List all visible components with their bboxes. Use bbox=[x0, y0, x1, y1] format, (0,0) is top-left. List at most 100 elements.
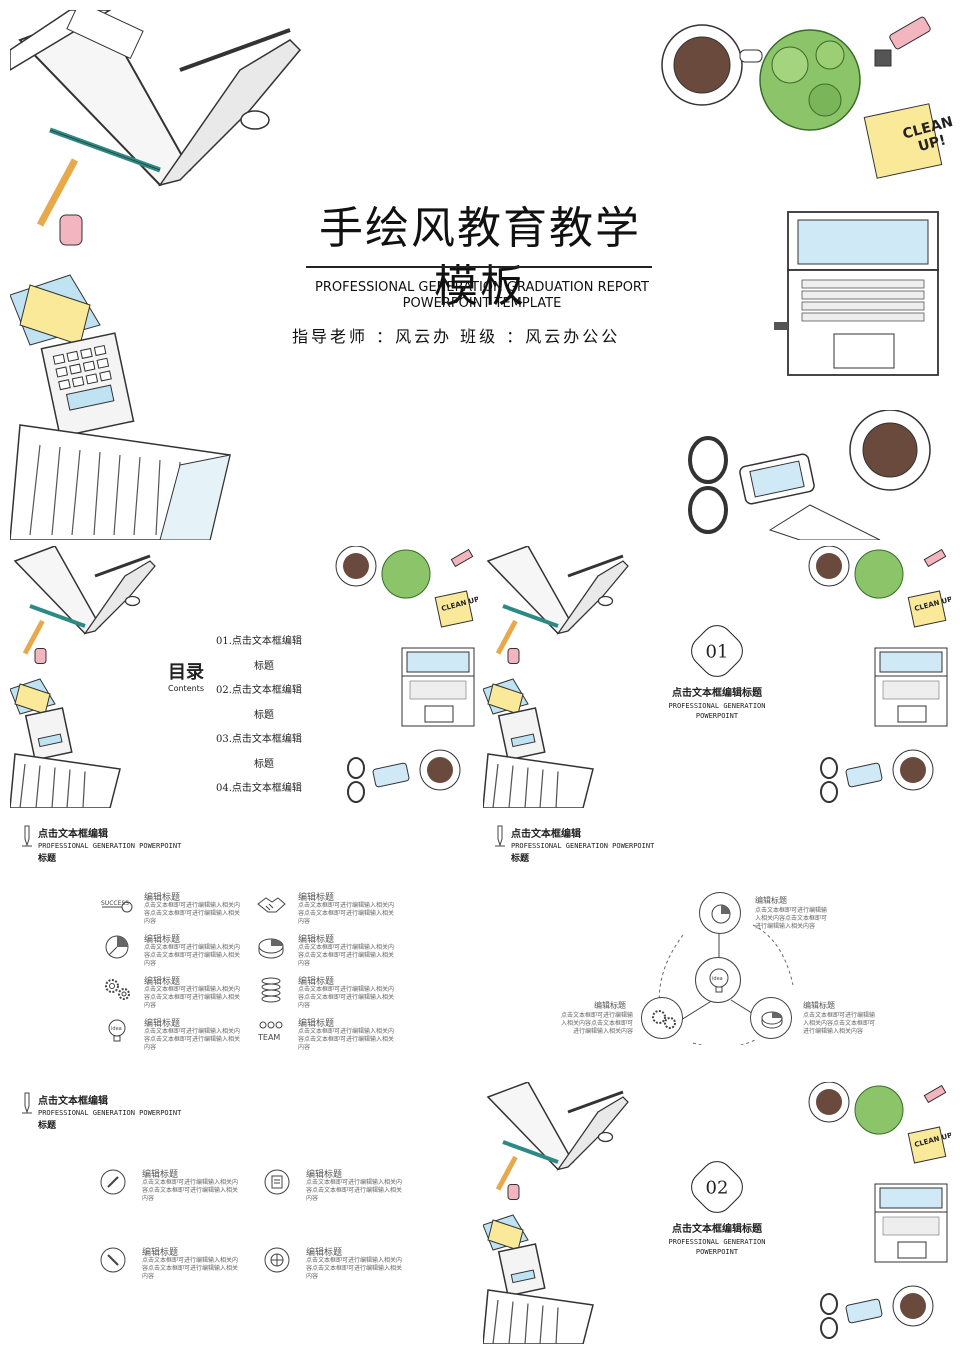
lightbulb-idea-icon: idea bbox=[709, 968, 729, 993]
section-en-line-1: PROFESSIONAL GENERATION bbox=[668, 702, 766, 710]
title-slide: CLEAN UP! 手绘风教育教学模板 PROFESSIONAL GENERAT… bbox=[10, 10, 954, 540]
calculator-notebook-illustration bbox=[10, 274, 231, 540]
section-number-badge: 01 bbox=[684, 618, 750, 684]
content-title-2: 标题 bbox=[511, 854, 530, 864]
section-slide-02: CLEAN UP! 02 点击文本框编辑标题 PROFESSIONAL GENE… bbox=[483, 1082, 951, 1344]
subtitle-line-2: POWERPOINT TEMPLATE bbox=[402, 296, 562, 311]
pencil-circle-icon bbox=[100, 1247, 126, 1273]
cycle-node-top[interactable] bbox=[699, 892, 741, 934]
cycle-item-body: 点击文本框即可进行编辑输入相关内容点击文本框即可进行编辑输入相关内容 bbox=[560, 1012, 633, 1035]
section-number: 01 bbox=[705, 641, 729, 663]
item-body: 点击文本框即可进行编辑输入相关内容点击文本框即可进行编辑输入相关内容 bbox=[306, 1257, 403, 1280]
cycle-item-heading: 编辑标题 bbox=[803, 1001, 835, 1010]
section-number-badge: 02 bbox=[684, 1154, 750, 1220]
coins-icon bbox=[261, 977, 281, 1003]
team-label: TEAM bbox=[257, 1033, 280, 1042]
pie-chart-icon bbox=[105, 935, 129, 959]
coffee-plant-illustration bbox=[661, 16, 943, 179]
item-body: 点击文本框即可进行编辑输入相关内容点击文本框即可进行编辑输入相关内容 bbox=[144, 902, 241, 925]
pencil-icon bbox=[22, 825, 32, 847]
item-heading: 编辑标题 bbox=[306, 1170, 343, 1180]
toc-item[interactable]: 04.点击文本框编辑 bbox=[216, 783, 302, 794]
gears-icon bbox=[105, 979, 130, 1000]
item-heading: 编辑标题 bbox=[142, 1248, 179, 1258]
item-heading: 编辑标题 bbox=[144, 977, 181, 987]
item-heading: 编辑标题 bbox=[142, 1170, 179, 1180]
content-title-en: PROFESSIONAL GENERATION POWERPOINT bbox=[511, 842, 655, 850]
toc-item[interactable]: 标题 bbox=[254, 758, 274, 770]
cycle-item-body: 点击文本框即可进行编辑输入相关内容点击文本框即可进行编辑输入相关内容 bbox=[803, 1012, 876, 1035]
pie-3d-icon bbox=[761, 1011, 783, 1029]
content-title: 点击文本框编辑 bbox=[38, 1096, 108, 1107]
item-body: 点击文本框即可进行编辑输入相关内容点击文本框即可进行编辑输入相关内容 bbox=[298, 944, 395, 967]
item-body: 点击文本框即可进行编辑输入相关内容点击文本框即可进行编辑输入相关内容 bbox=[144, 1028, 241, 1051]
toc-heading: 目录 bbox=[168, 662, 204, 683]
item-body: 点击文本框即可进行编辑输入相关内容点击文本框即可进行编辑输入相关内容 bbox=[142, 1257, 239, 1280]
item-heading: 编辑标题 bbox=[298, 1019, 335, 1029]
toc-item[interactable]: 标题 bbox=[254, 709, 274, 721]
toc-item[interactable]: 03.点击文本框编辑 bbox=[216, 734, 302, 745]
section-title: 点击文本框编辑标题 bbox=[672, 688, 762, 699]
desk-clipboard-illustration-small bbox=[486, 1082, 629, 1200]
cycle-node-center[interactable]: idea bbox=[695, 957, 741, 1003]
team-icon: TEAM bbox=[257, 1021, 283, 1042]
item-body: 点击文本框即可进行编辑输入相关内容点击文本框即可进行编辑输入相关内容 bbox=[142, 1179, 239, 1202]
gears-icon bbox=[652, 1010, 676, 1029]
grid-content-slide: 点击文本框编辑 PROFESSIONAL GENERATION POWERPOI… bbox=[10, 815, 478, 1077]
cycle-node-left[interactable] bbox=[641, 997, 683, 1039]
title-underline bbox=[306, 266, 652, 268]
cycle-diagram-slide: 点击文本框编辑 PROFESSIONAL GENERATION POWERPOI… bbox=[483, 815, 951, 1077]
content-title-en: PROFESSIONAL GENERATION POWERPOINT bbox=[38, 1109, 182, 1117]
toc-slide: CLEAN UP! 目录 Contents 01.点击文本框编辑 标题 02.点… bbox=[10, 546, 478, 808]
key-success-icon: SUCCESS bbox=[101, 900, 133, 913]
item-body: 点击文本框即可进行编辑输入相关内容点击文本框即可进行编辑输入相关内容 bbox=[144, 944, 241, 967]
calculator-notebook-illustration-small bbox=[483, 678, 594, 808]
item-heading: 编辑标题 bbox=[144, 935, 181, 945]
title-meta: 指导老师 ：风云办 班级 ：风云办公公 bbox=[292, 327, 621, 346]
section-en-line-2: POWERPOINT bbox=[695, 1248, 739, 1256]
section-en-line-2: POWERPOINT bbox=[695, 712, 739, 720]
section-number: 02 bbox=[705, 1177, 729, 1199]
pie-3d-icon bbox=[258, 938, 284, 959]
main-title: 手绘风教育教学模板 bbox=[319, 203, 641, 312]
content-title: 点击文本框编辑 bbox=[38, 829, 108, 840]
desk-clipboard-illustration bbox=[10, 10, 302, 246]
item-heading: 编辑标题 bbox=[144, 1019, 181, 1029]
toc-item[interactable]: 02.点击文本框编辑 bbox=[216, 685, 302, 696]
toc-item[interactable]: 01.点击文本框编辑 bbox=[216, 636, 302, 647]
pencil-icon bbox=[495, 825, 505, 847]
item-body: 点击文本框即可进行编辑输入相关内容点击文本框即可进行编辑输入相关内容 bbox=[306, 1179, 403, 1202]
content-title: 点击文本框编辑 bbox=[511, 829, 581, 840]
item-heading: 编辑标题 bbox=[298, 977, 335, 987]
title-subtitle: PROFESSIONAL GENERATION GRADUATION REPOR… bbox=[302, 280, 662, 312]
desk-clipboard-illustration-small bbox=[486, 546, 629, 664]
document-circle-icon bbox=[264, 1169, 290, 1195]
section-en-line-1: PROFESSIONAL GENERATION bbox=[668, 1238, 766, 1246]
item-heading: 编辑标题 bbox=[144, 893, 181, 903]
idea-label: idea bbox=[111, 1026, 122, 1032]
globe-circle-icon bbox=[264, 1247, 290, 1273]
cycle-item-body: 点击文本框即可进行编辑输入相关内容点击文本框即可进行编辑输入相关内容 bbox=[755, 907, 828, 930]
pie-chart-icon bbox=[711, 904, 731, 924]
desk-right-illustration-small: CLEAN UP! bbox=[335, 546, 478, 803]
pencil-circle-icon bbox=[100, 1169, 126, 1195]
section-title-en: PROFESSIONAL GENERATION POWERPOINT bbox=[627, 701, 807, 721]
item-body: 点击文本框即可进行编辑输入相关内容点击文本框即可进行编辑输入相关内容 bbox=[298, 902, 395, 925]
toc-list: 01.点击文本框编辑 标题 02.点击文本框编辑 标题 03.点击文本框编辑 标… bbox=[216, 630, 326, 802]
toc-item[interactable]: 标题 bbox=[254, 660, 274, 672]
content-title-2: 标题 bbox=[38, 854, 57, 864]
cycle-item-heading: 编辑标题 bbox=[594, 1001, 626, 1010]
item-heading: 编辑标题 bbox=[306, 1248, 343, 1258]
desk-right-illustration-small: CLEAN UP! bbox=[808, 546, 951, 803]
item-body: 点击文本框即可进行编辑输入相关内容点击文本框即可进行编辑输入相关内容 bbox=[144, 986, 241, 1009]
section-title-en: PROFESSIONAL GENERATION POWERPOINT bbox=[627, 1237, 807, 1257]
lightbulb-idea-icon: idea bbox=[108, 1019, 126, 1042]
calculator-notebook-illustration-small bbox=[10, 678, 121, 808]
pencil-icon bbox=[22, 1092, 32, 1114]
desk-clipboard-illustration-small bbox=[13, 546, 156, 664]
success-label: SUCCESS bbox=[101, 900, 129, 907]
glasses-phone-coffee-illustration bbox=[688, 410, 931, 540]
cycle-node-right[interactable] bbox=[750, 997, 792, 1039]
item-body: 点击文本框即可进行编辑输入相关内容点击文本框即可进行编辑输入相关内容 bbox=[298, 986, 395, 1009]
section-slide-01: CLEAN UP! 01 点击文本框编辑标题 PROFESSIONAL GENE… bbox=[483, 546, 951, 808]
